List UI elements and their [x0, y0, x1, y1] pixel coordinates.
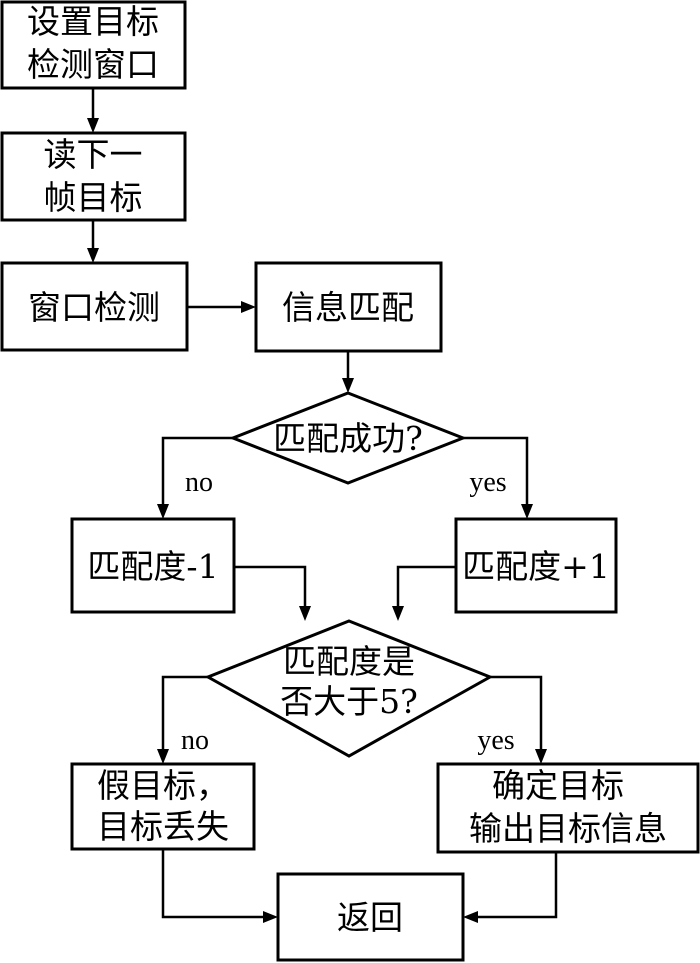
arrowhead-icon [342, 378, 354, 393]
node-degree-over5-line2: 否大于5? [280, 682, 418, 721]
node-match-success: 匹配成功? [228, 391, 468, 485]
node-confirm-target-line1: 确定目标 [492, 766, 624, 805]
arrowhead-icon [263, 911, 278, 923]
node-set-window: 设置目标 检测窗口 [0, 0, 187, 90]
arrowhead-icon [463, 911, 478, 923]
node-degree-plus: 匹配度+1 [454, 517, 618, 614]
node-window-detect-text: 窗口检测 [28, 288, 160, 327]
node-confirm-target: 确定目标 输出目标信息 [436, 762, 700, 854]
node-return-text: 返回 [337, 898, 403, 937]
arrowhead-icon [157, 504, 169, 519]
edge-over5-no [161, 675, 208, 751]
node-degree-over5: 匹配度是 否大于5? [204, 619, 494, 758]
node-degree-plus-text: 匹配度+1 [462, 547, 610, 586]
arrowhead-icon [392, 606, 404, 621]
node-read-frame-line2: 帧目标 [44, 178, 143, 217]
node-set-window-line1: 设置目标 [27, 2, 159, 41]
node-degree-over5-line1: 匹配度是 [283, 642, 415, 681]
node-confirm-target-line2: 输出目标信息 [469, 809, 667, 848]
node-set-window-line2: 检测窗口 [27, 45, 159, 84]
edge-label-over5-yes: yes [477, 725, 514, 756]
edge-plus-to-over5 [396, 565, 456, 608]
arrowhead-icon [299, 606, 311, 621]
arrowhead-icon [87, 248, 99, 263]
node-degree-minus: 匹配度-1 [70, 517, 236, 614]
node-false-target: 假目标， 目标丢失 [70, 762, 256, 851]
arrowhead-icon [241, 301, 256, 313]
node-degree-minus-text: 匹配度-1 [87, 547, 218, 586]
node-info-match-text: 信息匹配 [282, 288, 414, 327]
edge-over5-yes [490, 675, 543, 751]
arrowhead-icon [521, 504, 533, 519]
edge-success-no [161, 436, 233, 506]
node-info-match: 信息匹配 [254, 261, 443, 353]
node-false-target-line2: 目标丢失 [97, 807, 229, 846]
node-false-target-line1: 假目标， [97, 766, 229, 805]
edge-minus-to-over5 [234, 565, 307, 608]
edge-label-success-yes: yes [469, 467, 506, 498]
edge-success-yes [463, 436, 529, 506]
node-read-frame: 读下一 帧目标 [0, 131, 187, 222]
edge-label-over5-no: no [181, 725, 209, 756]
edges [87, 88, 558, 923]
node-match-success-text: 匹配成功? [273, 419, 423, 458]
node-window-detect: 窗口检测 [0, 261, 189, 352]
node-return: 返回 [276, 872, 465, 962]
edge-false-to-return [161, 849, 265, 919]
arrowhead-icon [535, 749, 547, 764]
edge-label-success-no: no [185, 467, 213, 498]
edge-confirm-to-return [476, 852, 558, 919]
node-read-frame-line1: 读下一 [44, 135, 143, 174]
arrowhead-icon [87, 118, 99, 133]
arrowhead-icon [157, 749, 169, 764]
